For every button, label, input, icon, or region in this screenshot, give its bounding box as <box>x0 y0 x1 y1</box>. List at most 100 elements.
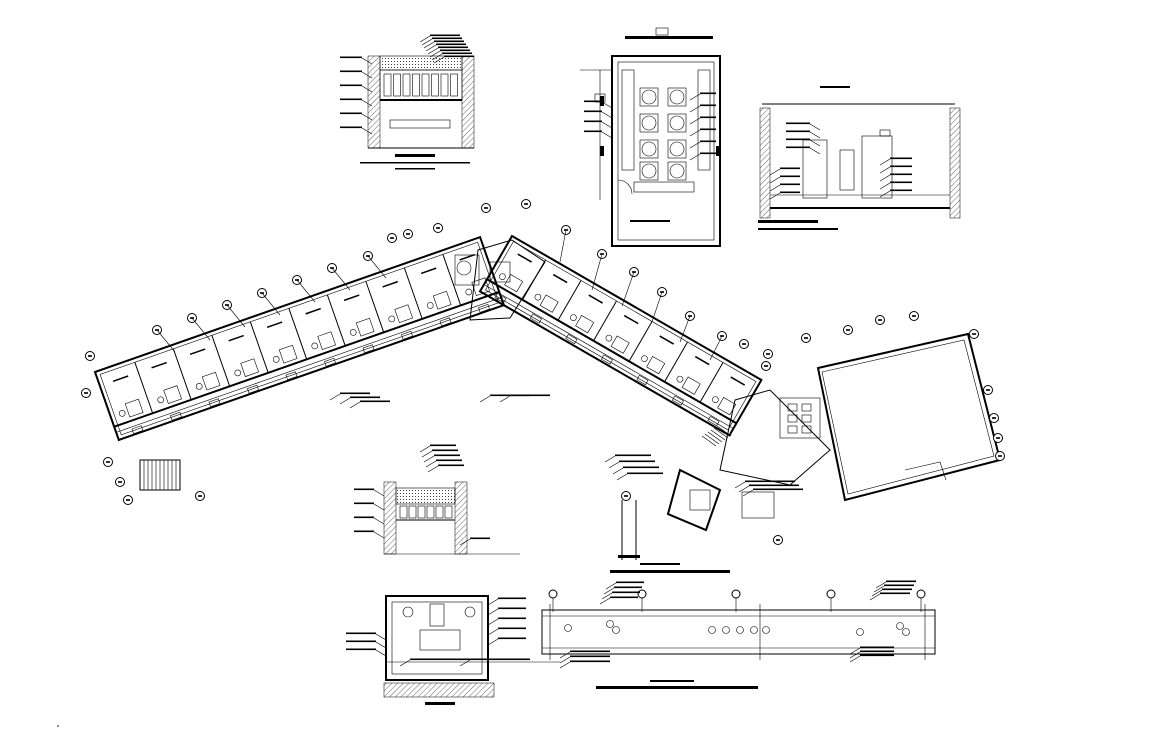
annotation-text-mark <box>346 648 376 651</box>
detail-block <box>450 73 458 97</box>
grid-line <box>261 292 281 316</box>
leader-line <box>373 531 385 539</box>
leader-line <box>734 481 746 489</box>
leader-line <box>769 192 781 200</box>
fixture-icon <box>534 293 542 301</box>
leader-line <box>879 174 891 182</box>
annotation-text-mark <box>884 584 914 587</box>
leader-line <box>361 113 373 121</box>
detail-block <box>421 73 430 97</box>
grid-bubble-mark <box>986 389 990 391</box>
leader-line <box>809 131 821 139</box>
window-mark <box>247 384 259 394</box>
annotation-text-mark <box>354 516 374 519</box>
leader-line <box>603 587 615 595</box>
fixture-icon <box>118 410 126 417</box>
table-block <box>787 403 798 412</box>
detail-block <box>412 73 420 97</box>
annotation-text-mark <box>434 454 460 457</box>
pipe-fixture <box>750 626 758 634</box>
leader-line <box>879 158 891 166</box>
floor-plan-main <box>93 234 1002 532</box>
leader-line <box>459 659 471 667</box>
leader-line <box>433 56 445 64</box>
plant-room-plan <box>580 27 721 247</box>
bathroom-fixture <box>646 356 666 375</box>
annotation-text-mark <box>430 444 456 447</box>
annotation-text-mark <box>340 84 362 87</box>
leader-line <box>421 450 433 458</box>
leader-line <box>487 638 499 646</box>
leader-line <box>487 608 499 616</box>
annotation-text-mark <box>410 658 470 661</box>
grid-bubble-mark <box>436 227 440 229</box>
leader-line <box>601 592 613 600</box>
room-partition <box>403 267 423 320</box>
detail-block <box>444 505 453 519</box>
fixture-icon <box>349 329 357 336</box>
annotation-text-mark <box>470 537 490 540</box>
grid-bubble-mark <box>118 481 122 483</box>
tank-icon <box>669 163 685 179</box>
grid-bubble-mark <box>106 461 110 463</box>
leader-line <box>431 53 443 61</box>
leader-line <box>742 489 754 497</box>
wall-section-detail-middle <box>354 444 520 555</box>
fixture-icon <box>499 273 506 280</box>
leader-line <box>601 111 613 119</box>
grid-bubble-mark <box>764 365 768 367</box>
grid-bubble <box>731 589 741 599</box>
tank-icon <box>669 141 685 157</box>
pump-section-detail <box>758 86 961 230</box>
annotation-text-mark <box>882 588 912 591</box>
leader-line <box>425 44 437 52</box>
grid-bubble-mark <box>996 437 1000 439</box>
table-block <box>787 425 798 434</box>
leader-line <box>689 105 701 113</box>
annotation-text-mark <box>340 56 362 59</box>
annotation-text-mark <box>584 120 602 123</box>
room-label-mark <box>588 294 603 304</box>
room-label-mark <box>151 361 167 369</box>
leader-line <box>849 655 861 663</box>
annotation-text-mark <box>890 165 912 168</box>
fixture-icon <box>641 355 648 362</box>
bathroom-fixture <box>163 385 182 404</box>
annotation-text-mark <box>340 98 362 101</box>
tank-box <box>667 161 687 181</box>
room-partition <box>288 308 308 360</box>
window-mark <box>208 398 221 408</box>
leader-line <box>559 656 571 664</box>
grid-bubble-mark <box>198 495 202 497</box>
room-partition <box>664 341 688 383</box>
fixture-icon <box>605 334 613 342</box>
grid-line <box>296 279 316 303</box>
leader-line <box>689 93 701 101</box>
annotation-text-mark <box>786 122 810 125</box>
table-block <box>787 414 798 423</box>
annotation-text-mark <box>432 37 462 40</box>
annotation-text-mark <box>890 181 912 184</box>
leader-line <box>429 50 441 58</box>
room-partition <box>442 254 462 306</box>
grid-bubble-mark <box>624 495 628 497</box>
bathroom-fixture <box>124 398 144 418</box>
grid-line <box>591 253 603 291</box>
fixture-icon <box>157 396 164 404</box>
annotation-text-mark <box>570 660 610 663</box>
grid-bubble <box>637 589 647 599</box>
window-mark <box>439 317 452 327</box>
annotation-text-mark <box>444 55 474 58</box>
leader-line <box>361 71 373 79</box>
grid-bubble-mark <box>88 355 92 357</box>
leader-line <box>809 139 821 147</box>
pipe-fixture <box>736 626 744 634</box>
detail-block <box>431 73 439 97</box>
bathroom-fixture <box>681 376 701 395</box>
grid-bubble <box>916 589 926 599</box>
leader-line <box>605 582 617 590</box>
annotation-text-mark <box>498 607 526 610</box>
fixture-icon <box>388 315 396 323</box>
bathroom-fixture <box>504 274 524 293</box>
